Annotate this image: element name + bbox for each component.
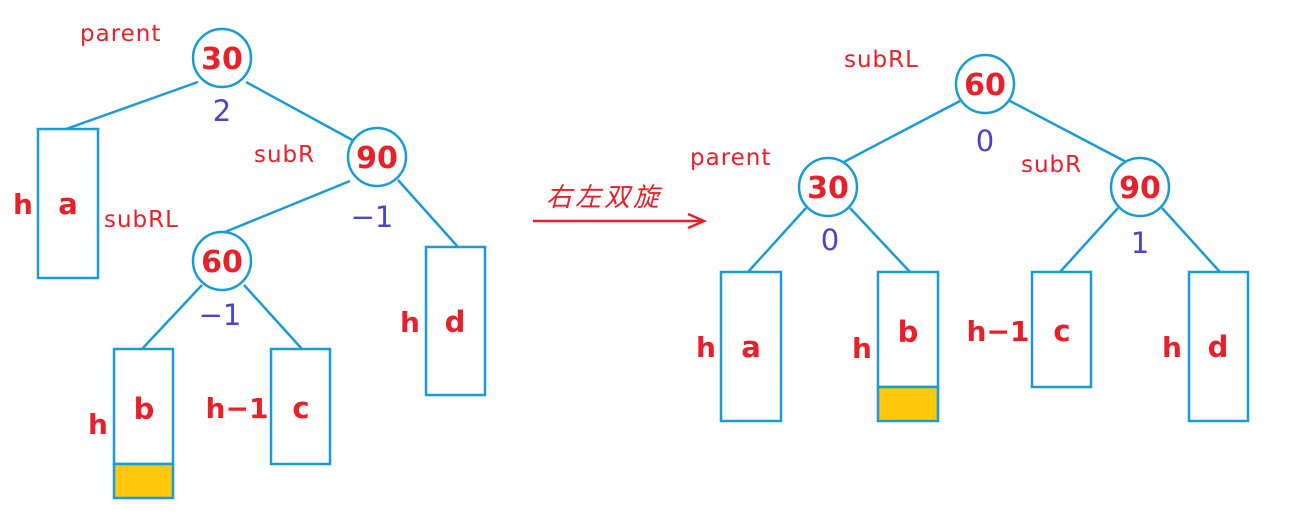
- inserted-node-highlight: [112, 462, 175, 500]
- subtree-label-d: d: [1208, 330, 1229, 364]
- balance-factor-subRL: −1: [199, 298, 242, 332]
- balance-factor-parent: 2: [213, 94, 231, 128]
- subtree-label-a: a: [741, 330, 761, 364]
- node-value-subR: 90: [356, 141, 398, 176]
- edge-subRL-to-parent: [839, 99, 961, 166]
- rotation-arrow: 右左双旋: [533, 183, 708, 230]
- node-subR: [346, 126, 408, 188]
- pointer-label-parent: parent: [80, 21, 161, 47]
- edge-parent-to-b: [849, 207, 911, 273]
- pointer-label-subRL: subRL: [104, 207, 179, 233]
- subtree-box-a: [36, 127, 100, 280]
- inserted-node-highlight: [876, 385, 940, 423]
- height-label-b: h: [88, 408, 108, 441]
- height-label-a: h: [696, 331, 716, 364]
- subtree-label-c: c: [1053, 314, 1070, 348]
- balance-factor-subRL: 0: [976, 124, 994, 158]
- node-subR: [1109, 156, 1171, 218]
- subtree-box-d: [424, 245, 487, 397]
- after-tree: a h b h c h−1 d h 60 30 90 subRL parent …: [690, 47, 1250, 423]
- height-label-a: h: [13, 188, 33, 221]
- pointer-label-subR: subR: [254, 142, 315, 168]
- node-value-parent: 30: [807, 171, 849, 206]
- subtree-label-a: a: [58, 187, 78, 221]
- balance-factor-subR: −1: [351, 200, 394, 234]
- subtree-label-b: b: [898, 315, 919, 349]
- subtree-box-a: [719, 270, 783, 423]
- height-label-d: h: [1162, 331, 1182, 364]
- edge-subR-to-d: [1161, 207, 1221, 273]
- subtree-box-c: [269, 347, 332, 466]
- node-value-subRL: 60: [964, 68, 1006, 103]
- balance-factor-parent: 0: [821, 223, 839, 257]
- subtree-label-d: d: [445, 305, 466, 339]
- balance-factor-subR: 1: [1131, 226, 1149, 260]
- height-label-b: h: [852, 332, 872, 365]
- edge-subR-to-c: [1059, 207, 1119, 273]
- node-parent: [797, 156, 859, 218]
- edge-parent-to-a: [65, 80, 199, 131]
- arrow-head: [687, 212, 708, 230]
- subtree-label-c: c: [292, 391, 309, 425]
- node-subRL: [191, 230, 253, 292]
- edge-subR-to-subRL: [224, 179, 351, 234]
- subtree-box-c: [1030, 270, 1093, 389]
- node-subRL: [954, 53, 1016, 115]
- node-value-parent: 30: [201, 42, 243, 77]
- node-value-subR: 90: [1119, 171, 1161, 206]
- pointer-label-subRL: subRL: [844, 47, 919, 73]
- height-label-c: h−1: [967, 315, 1030, 348]
- subtree-label-b: b: [134, 392, 155, 426]
- height-label-d: h: [400, 306, 420, 339]
- node-value-subRL: 60: [201, 245, 243, 280]
- node-parent: [191, 27, 253, 89]
- edge-subRL-to-b: [141, 284, 203, 350]
- height-label-c: h−1: [206, 392, 269, 425]
- edge-parent-to-a: [747, 207, 807, 273]
- subtree-box-b: [112, 347, 175, 466]
- edge-subRL-to-subR: [1009, 99, 1131, 166]
- edge-subRL-to-c: [243, 284, 303, 350]
- rotation-caption: 右左双旋: [546, 183, 663, 213]
- pointer-label-parent: parent: [690, 145, 771, 171]
- subtree-box-d: [1187, 270, 1250, 423]
- before-tree: a h b h c h−1 d h 30 90 60 parent subR s…: [13, 21, 487, 500]
- edge-parent-to-subR: [245, 80, 357, 144]
- edge-subR-to-d: [397, 179, 459, 248]
- pointer-label-subR: subR: [1021, 152, 1082, 178]
